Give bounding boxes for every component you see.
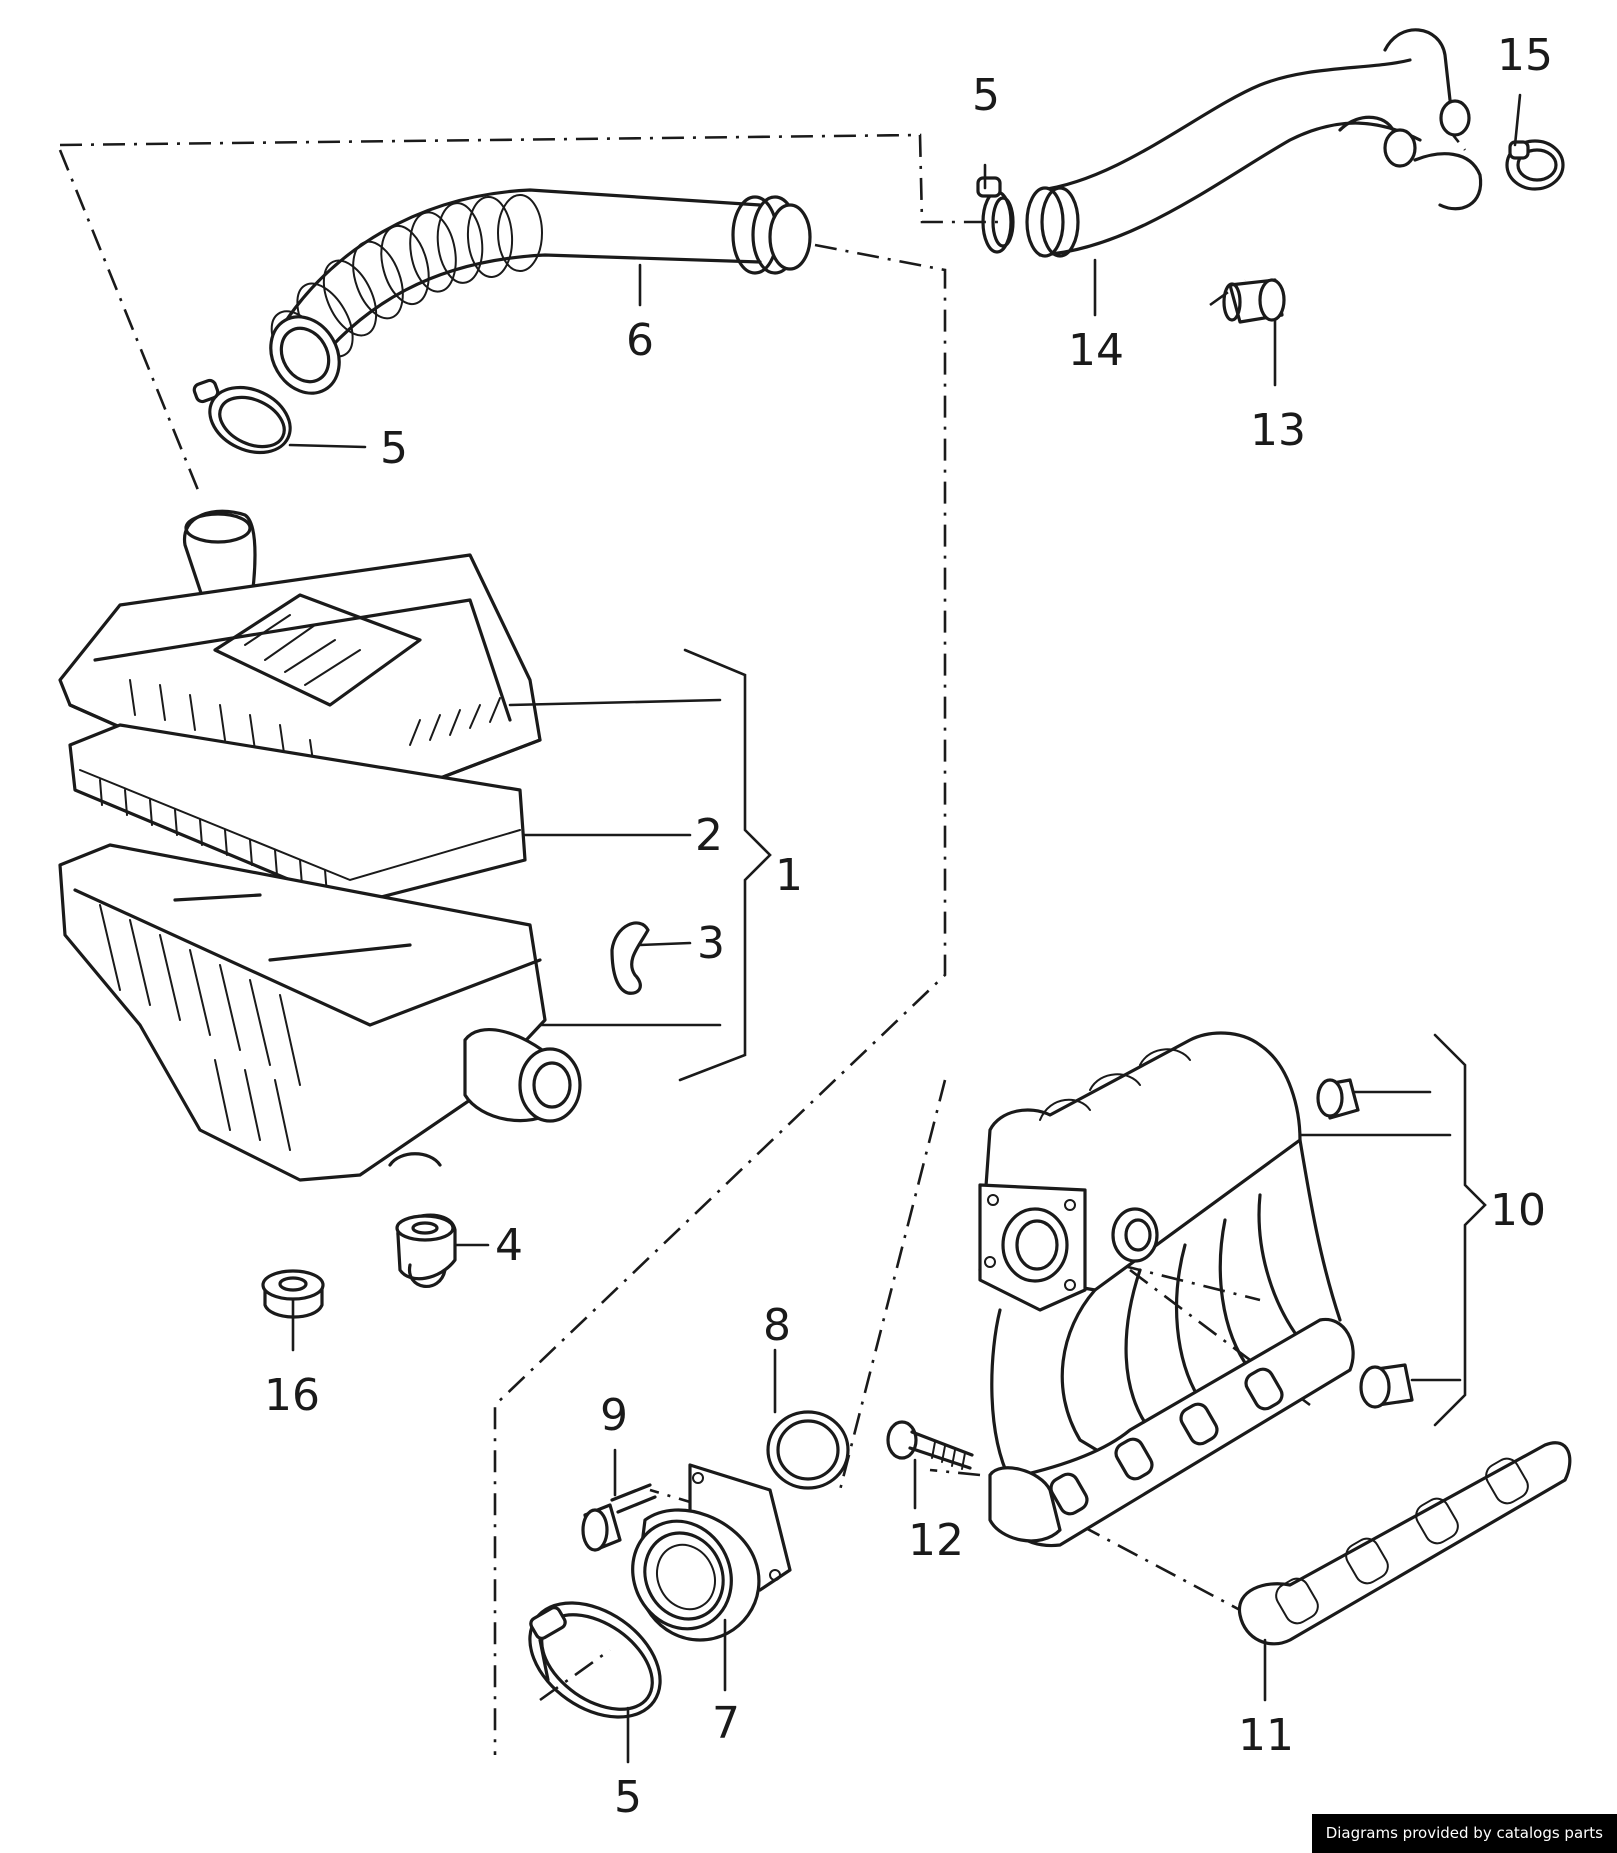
callout-12: 12: [908, 1515, 964, 1566]
callout-7: 7: [712, 1698, 740, 1749]
callout-4: 4: [495, 1220, 523, 1271]
callout-8: 8: [763, 1300, 791, 1351]
filter-element-part-2: [68, 723, 527, 907]
hose-clamp-part-15: [1505, 139, 1565, 191]
callout-5-lower: 5: [614, 1772, 642, 1823]
manifold-gasket-part-11: [1237, 1441, 1572, 1646]
callout-2: 2: [695, 810, 723, 861]
leader-lines: [288, 93, 1522, 1764]
callout-3: 3: [697, 918, 725, 969]
manifold-cap-lower: [1359, 1363, 1414, 1409]
callout-14: 14: [1068, 325, 1124, 376]
hose-clamp-part-5-lower: [528, 1601, 662, 1719]
hose-clamp-part-5-top: [976, 176, 1015, 254]
rubber-mount-part-4: [395, 1213, 457, 1288]
callout-1: 1: [775, 850, 803, 901]
footer-credit: Diagrams provided by catalogs parts: [1311, 1814, 1617, 1853]
callout-13: 13: [1250, 405, 1306, 456]
callout-5-upper-left: 5: [380, 423, 408, 474]
breather-valve-part-13: [1222, 278, 1286, 324]
connection-sleeve-part-7: [631, 1463, 792, 1642]
callout-16: 16: [264, 1370, 320, 1421]
callout-9: 9: [600, 1390, 628, 1441]
callout-15: 15: [1497, 30, 1553, 81]
callout-6: 6: [626, 315, 654, 366]
manifold-cap-upper: [1316, 1078, 1360, 1120]
hose-clamp-part-5-upper: [192, 378, 292, 455]
intake-pipe-part-14: [1025, 28, 1483, 258]
callout-11: 11: [1238, 1710, 1294, 1761]
gasket-ring-part-8: [766, 1410, 850, 1490]
callout-10: 10: [1490, 1185, 1546, 1236]
callouts: 5 6 5 14 13 15 2 1 3 4 16 10 8 9 12 7 5 …: [264, 30, 1553, 1823]
intake-hose-part-6: [269, 188, 812, 395]
intake-manifold-part-10: [978, 1031, 1355, 1548]
bolt-part-9: [581, 1483, 657, 1552]
bolt-part-12: [886, 1420, 974, 1470]
callout-5-top: 5: [972, 70, 1000, 121]
air-filter-housing-part-1: [58, 509, 582, 1182]
retaining-clip-part-3: [610, 921, 650, 995]
